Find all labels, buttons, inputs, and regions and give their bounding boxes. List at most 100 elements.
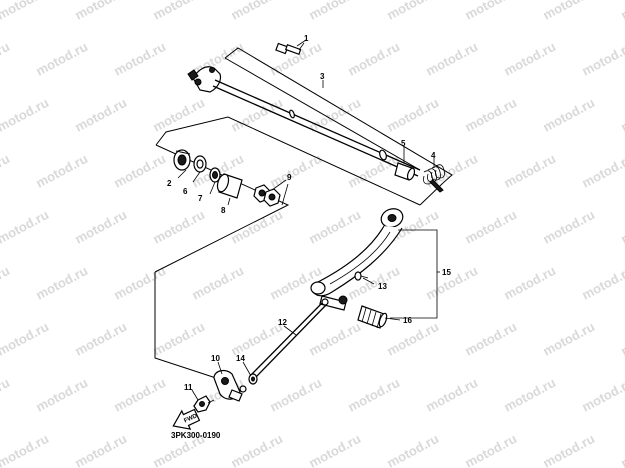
watermark-text: motod.ru [423, 375, 480, 415]
watermark-text: motod.ru [72, 0, 129, 23]
watermark-text: motod.ru [345, 375, 402, 415]
watermark-text: motod.ru [462, 319, 519, 359]
part-8-collar [216, 173, 243, 199]
part-9-nuts [253, 184, 281, 207]
part-7-circlip [209, 167, 221, 183]
callout-7: 7 [198, 194, 203, 203]
watermark-text: motod.ru [0, 431, 51, 468]
callout-1: 1 [304, 34, 309, 43]
watermark-text: motod.ru [306, 95, 363, 135]
callout-9: 9 [287, 173, 292, 182]
callout-11: 11 [184, 383, 193, 392]
watermark-text: motod.ru [306, 0, 363, 23]
watermark-text: motod.ru [111, 39, 168, 79]
watermark-text: motod.ru [540, 0, 597, 23]
watermark-text: motod.ru [501, 375, 558, 415]
watermark-text: motod.ru [72, 207, 129, 247]
callout-8: 8 [221, 206, 226, 215]
part-12-shift-rod [249, 298, 329, 380]
watermark-text: motod.ru [111, 151, 168, 191]
forward-arrow-icon: FWD [172, 408, 201, 430]
watermark-text: motod.ru [618, 0, 625, 23]
watermark-text: motod.ru [579, 263, 625, 303]
part-14-nut [248, 373, 258, 385]
watermark-text: motod.ru [618, 207, 625, 247]
watermark-text: motod.ru [384, 431, 441, 468]
callout-5: 5 [401, 139, 406, 148]
watermark-text: motod.ru [462, 207, 519, 247]
watermark-text: motod.ru [228, 95, 285, 135]
watermark-text: motod.ru [267, 39, 324, 79]
watermark-text: motod.ru [0, 0, 51, 23]
watermark-text: motod.ru [618, 431, 625, 468]
watermark-text: motod.ru [540, 207, 597, 247]
watermark-text: motod.ru [0, 95, 51, 135]
callout-4: 4 [431, 151, 436, 160]
watermark-text: motod.ru [0, 263, 12, 303]
callout-14: 14 [236, 354, 245, 363]
watermark-text: motod.ru [111, 375, 168, 415]
callout-12: 12 [278, 318, 287, 327]
watermark-text: motod.ru [72, 319, 129, 359]
watermark-text: motod.ru [306, 207, 363, 247]
part-4-spring [423, 164, 445, 193]
callout-10: 10 [211, 354, 220, 363]
watermark-text: motod.ru [111, 263, 168, 303]
watermark-text: motod.ru [423, 263, 480, 303]
watermark-text: motod.ru [540, 95, 597, 135]
watermark-text: motod.ru [306, 319, 363, 359]
watermark-text: motod.ru [579, 151, 625, 191]
callout-3: 3 [320, 72, 325, 81]
watermark-text: motod.ru [345, 39, 402, 79]
watermark-text: motod.ru [72, 431, 129, 468]
watermark-text: motod.ru [618, 95, 625, 135]
watermark-text: motod.ru [579, 375, 625, 415]
watermark-text: motod.ru [384, 0, 441, 23]
callout-numbers: 1 3 5 4 2 6 7 8 9 15 13 16 12 14 10 11 [167, 34, 451, 392]
watermark-text: motod.ru [267, 375, 324, 415]
watermark-text: motod.ru [228, 0, 285, 23]
forward-arrow-label: FWD [183, 413, 199, 424]
watermark-text: motod.ru [0, 39, 12, 79]
callout-13: 13 [378, 282, 387, 291]
watermark-text: motod.ru [33, 39, 90, 79]
watermark-text: motod.ru [33, 263, 90, 303]
callout-2: 2 [167, 179, 172, 188]
part-3-shift-shaft [187, 66, 421, 177]
watermark-text: motod.ru [150, 207, 207, 247]
watermark-text: motod.ru [72, 95, 129, 135]
watermark-text: motod.ru [384, 319, 441, 359]
watermark-text: motod.ru [423, 39, 480, 79]
part-13-bolt [354, 271, 369, 281]
watermark-text: motod.ru [33, 151, 90, 191]
watermark-text: motod.ru [540, 319, 597, 359]
part-1-bolt [275, 42, 305, 56]
part-5-collar [394, 162, 416, 181]
shift-shaft-group-outline [224, 47, 453, 206]
watermark-text: motod.ru [228, 431, 285, 468]
watermark-text: motod.ru [0, 375, 12, 415]
watermark-text: motod.ru [579, 39, 625, 79]
callout-16: 16 [403, 316, 412, 325]
watermark-text: motod.ru [150, 319, 207, 359]
watermark-text: motod.ru [150, 0, 207, 23]
watermark-text: motod.ru [306, 431, 363, 468]
diagram-code: 3PK300-0190 [171, 431, 221, 440]
part-16-rubber [357, 305, 388, 329]
watermark-text: motod.ru [501, 39, 558, 79]
watermark-text: motod.ru [462, 0, 519, 23]
watermark-text: motod.ru [0, 319, 51, 359]
part-6-washer [193, 155, 207, 173]
watermark-text: motod.ru [462, 95, 519, 135]
part-2-oil-seal [173, 149, 191, 171]
callout-15: 15 [442, 268, 451, 277]
watermark-text: motod.ru [228, 319, 285, 359]
leader-lines [177, 39, 440, 401]
watermark-text: motod.ru [33, 375, 90, 415]
watermark-text: motod.ru [540, 431, 597, 468]
watermark-text: motod.ru [189, 263, 246, 303]
watermark-text: motod.ru [462, 431, 519, 468]
